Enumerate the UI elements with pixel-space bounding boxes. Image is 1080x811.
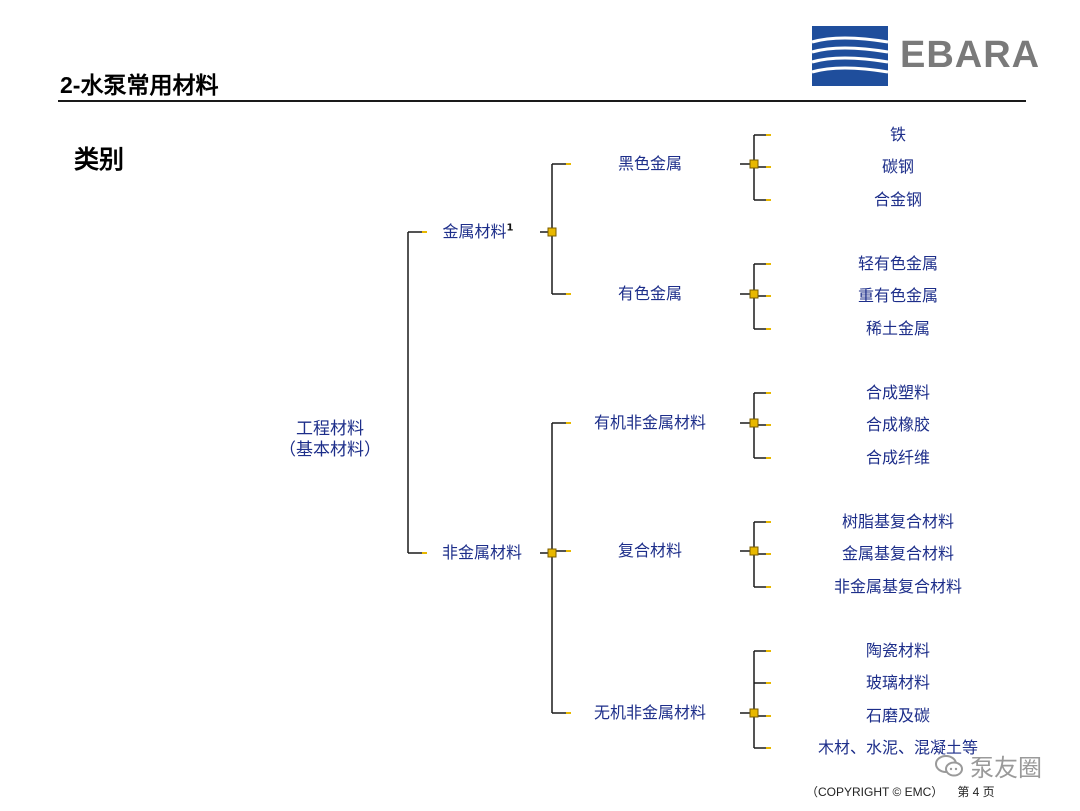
footer: （COPYRIGHT © EMC） 第 4 页	[806, 783, 995, 800]
leaf-node: 合成塑料	[865, 383, 931, 402]
watermark: 泵友圈	[934, 748, 1042, 783]
watermark-text: 泵友圈	[970, 754, 1042, 782]
ebara-logo-mark	[811, 26, 889, 86]
level2-node: 复合材料	[617, 541, 683, 560]
connector-knob	[749, 159, 759, 169]
level2-node: 有色金属	[617, 284, 683, 303]
title-divider	[58, 100, 1026, 102]
leaf-node: 合成纤维	[865, 448, 931, 467]
leaf-node: 合金钢	[873, 190, 923, 209]
root-label-line2: （基本材料）	[279, 440, 381, 460]
leaf-node: 合成橡胶	[865, 415, 931, 434]
connector-knob	[547, 548, 557, 558]
leaf-node: 碳钢	[881, 157, 915, 176]
leaf-node: 重有色金属	[857, 286, 939, 305]
level2-node: 无机非金属材料	[593, 703, 707, 722]
section-heading: 类别	[74, 145, 125, 174]
leaf-node: 树脂基复合材料	[841, 512, 955, 531]
page-number: 第 4 页	[957, 785, 995, 799]
level2-node: 有机非金属材料	[593, 413, 707, 432]
level2-node: 黑色金属	[617, 154, 683, 173]
connector-knob	[749, 546, 759, 556]
page-title: 2-水泵常用材料	[60, 72, 219, 98]
leaf-node: 铁	[889, 125, 907, 144]
leaf-node: 稀土金属	[865, 319, 931, 338]
leaf-node: 木材、水泥、混凝土等	[817, 738, 979, 757]
leaf-node: 陶瓷材料	[865, 641, 931, 660]
level1-label: 金属材料	[442, 222, 507, 241]
connector-knob	[547, 227, 557, 237]
logo-wordmark: EBARA	[900, 34, 1041, 76]
connector-knob	[749, 289, 759, 299]
connector-knob	[749, 708, 759, 718]
footnote-marker: 1	[506, 222, 514, 234]
copyright-text: （COPYRIGHT © EMC）	[806, 785, 944, 799]
connector-knob	[749, 418, 759, 428]
chat-bubble-icon	[935, 754, 963, 776]
leaf-node: 金属基复合材料	[841, 544, 955, 563]
tree-root-node: 工程材料 （基本材料）	[279, 419, 381, 462]
level1-node-metal: 金属材料1	[443, 222, 514, 242]
leaf-node: 非金属基复合材料	[833, 577, 963, 596]
root-label-line1: 工程材料	[296, 418, 364, 439]
leaf-node: 玻璃材料	[865, 673, 931, 692]
leaf-node: 石磨及碳	[865, 706, 931, 725]
leaf-node: 轻有色金属	[857, 254, 939, 273]
level1-node-nonmetal: 非金属材料	[442, 543, 522, 563]
level1-label: 非金属材料	[441, 543, 523, 562]
